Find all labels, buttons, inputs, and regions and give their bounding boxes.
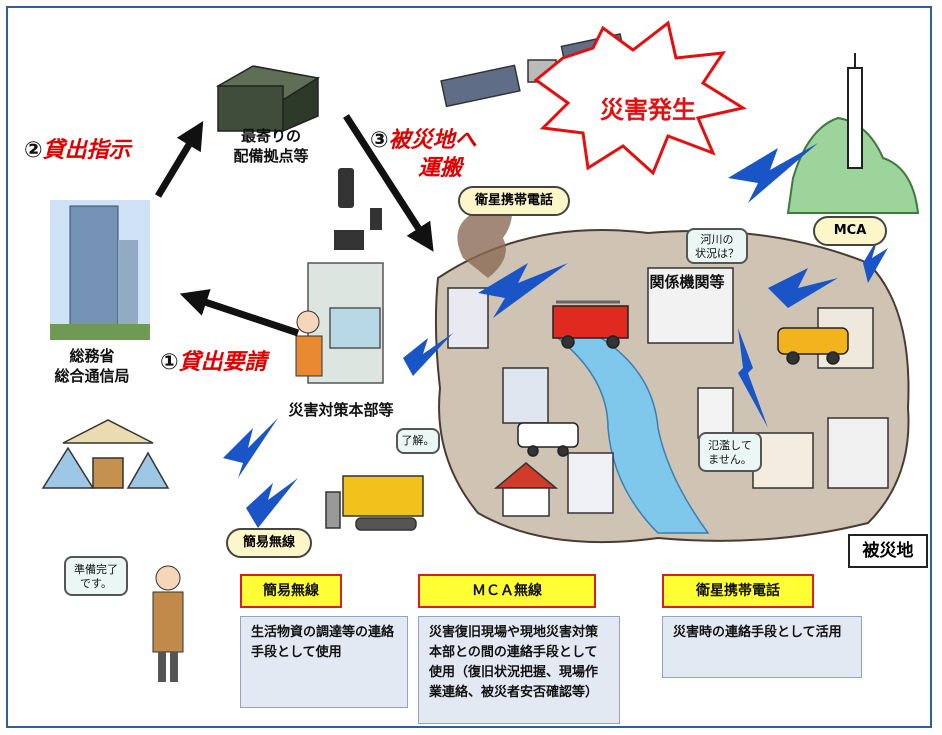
arrow-step3 <box>343 114 434 252</box>
hq-worker-icon <box>295 310 323 377</box>
fire-truck-icon <box>552 300 629 349</box>
ministry-label-line1: 総務省 <box>69 347 115 365</box>
disaster-burst <box>533 20 747 176</box>
depot-label: 最寄りの 配備拠点等 <box>216 126 326 166</box>
legend-desc-simple-radio: 生活物資の調達等の連絡手段として使用 <box>240 616 408 708</box>
river <box>556 332 710 534</box>
agencies-label: 関係機関等 <box>649 273 725 291</box>
satellite-phone-capsule: 衛星携帯電話 <box>458 186 570 216</box>
diagram-frame: ②貸出指示 ③被災地へ 運搬 ①貸出要請 最寄りの 配備拠点等 総務省 総合通信… <box>6 6 932 728</box>
step1-text: 貸出要請 <box>178 350 267 375</box>
field-worker-icon <box>152 565 184 682</box>
step2-number: ② <box>24 138 43 163</box>
hq-building-icon <box>307 262 384 384</box>
step3-number: ③ <box>370 128 389 153</box>
disaster-burst-text: 災害発生 <box>600 96 696 124</box>
step1-label: ①貸出要請 <box>160 350 267 376</box>
legend-desc-mca-radio: 災害復旧現場や現地災害対策本部との間の連絡手段として使用（復旧状況把握、現場作業… <box>418 616 620 724</box>
legend-tag-mca-radio: ＭＣＡ無線 <box>418 574 596 608</box>
radio-equipment-icon <box>334 168 382 250</box>
mountain-tower-icon <box>786 53 920 214</box>
ministry-label-line2: 総合通信局 <box>54 367 130 385</box>
river-query-line1: 河川の <box>700 233 734 246</box>
house-icon <box>493 462 559 517</box>
tent-icon <box>41 419 170 489</box>
car-icon <box>777 327 849 365</box>
bulldozer-icon <box>325 475 424 531</box>
diagram-illustration <box>41 20 920 682</box>
ready-line2: です。 <box>80 577 112 590</box>
step3-text: 被災地へ <box>388 128 477 153</box>
ready-line1: 準備完了 <box>74 563 118 576</box>
ministry-label: 総務省 総合通信局 <box>32 346 152 386</box>
arrow-step2 <box>155 121 204 198</box>
no-flood-line2: ません。 <box>708 453 752 466</box>
ready-bubble: 準備完了 です。 <box>64 556 128 596</box>
process-arrows <box>155 114 434 337</box>
step3-label: ③被災地へ <box>370 128 477 154</box>
disaster-buildings <box>447 267 889 514</box>
depot-label-line1: 最寄りの <box>240 127 301 145</box>
river-query-line2: 状況は？ <box>695 247 739 260</box>
simple-radio-capsule: 簡易無線 <box>226 528 312 558</box>
disaster-area-label: 被災地 <box>848 534 928 568</box>
police-car-icon <box>517 422 579 457</box>
no-flood-bubble: 氾濫して ません。 <box>698 432 762 472</box>
no-flood-line1: 氾濫して <box>708 439 752 452</box>
river-query-bubble: 河川の 状況は？ <box>686 228 748 264</box>
ministry-building-icon <box>50 200 150 340</box>
mca-capsule: MCA <box>813 216 887 246</box>
roger-bubble: 了解。 <box>396 428 440 454</box>
depot-label-line2: 配備拠点等 <box>233 147 309 165</box>
step2-label: ②貸出指示 <box>24 138 131 164</box>
arrow-step1 <box>179 289 300 337</box>
step2-text: 貸出指示 <box>42 138 131 163</box>
hq-label: 災害対策本部等 <box>288 401 394 419</box>
legend-tag-simple-radio: 簡易無線 <box>240 574 342 608</box>
legend-desc-satellite-phone: 災害時の連絡手段として活用 <box>662 616 862 678</box>
radio-wave-bolts <box>223 143 888 528</box>
depot-building-icon <box>215 65 321 133</box>
step3-label-line2: 運搬 <box>418 156 463 181</box>
legend-tag-satellite-phone: 衛星携帯電話 <box>662 574 814 608</box>
step1-number: ① <box>160 350 179 375</box>
